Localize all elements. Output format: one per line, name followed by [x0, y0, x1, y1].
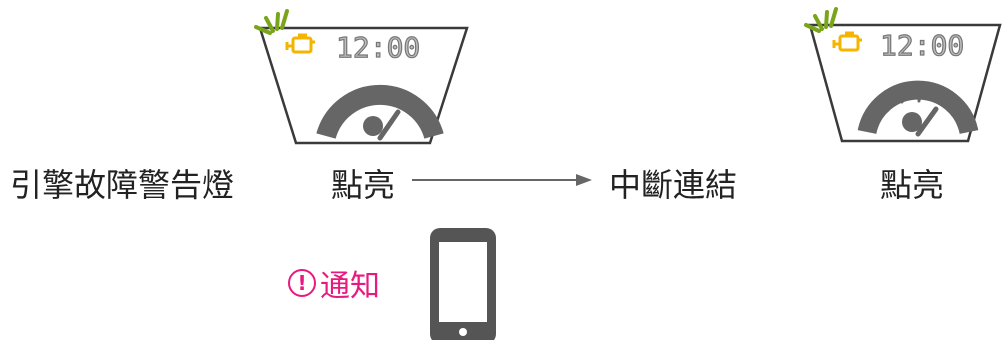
clock-display: 12:00 [880, 29, 964, 62]
engine-warning-light-label: 引擎故障警告燈 [10, 166, 235, 204]
check-engine-icon [832, 31, 862, 52]
lit-label-left: 點亮 [331, 166, 396, 204]
dashboard-left: 12:00 [254, 9, 469, 145]
clock-display: 12:00 [336, 31, 420, 64]
smartphone-icon [430, 228, 496, 340]
dashboard-right: 12:00 [804, 7, 1002, 143]
speedometer-icon [316, 84, 444, 141]
glow-icon [804, 7, 838, 33]
glow-icon [254, 9, 289, 35]
right-arrow [412, 174, 592, 186]
speedometer-icon [857, 80, 979, 137]
notification-text: 通知 [320, 269, 380, 304]
check-engine-icon [285, 33, 315, 54]
notification-label: ! 通知 [288, 261, 380, 305]
lit-label-right: 點亮 [880, 166, 945, 204]
disconnect-label: 中斷連結 [609, 166, 738, 204]
alert-circle-icon: ! [288, 269, 316, 297]
